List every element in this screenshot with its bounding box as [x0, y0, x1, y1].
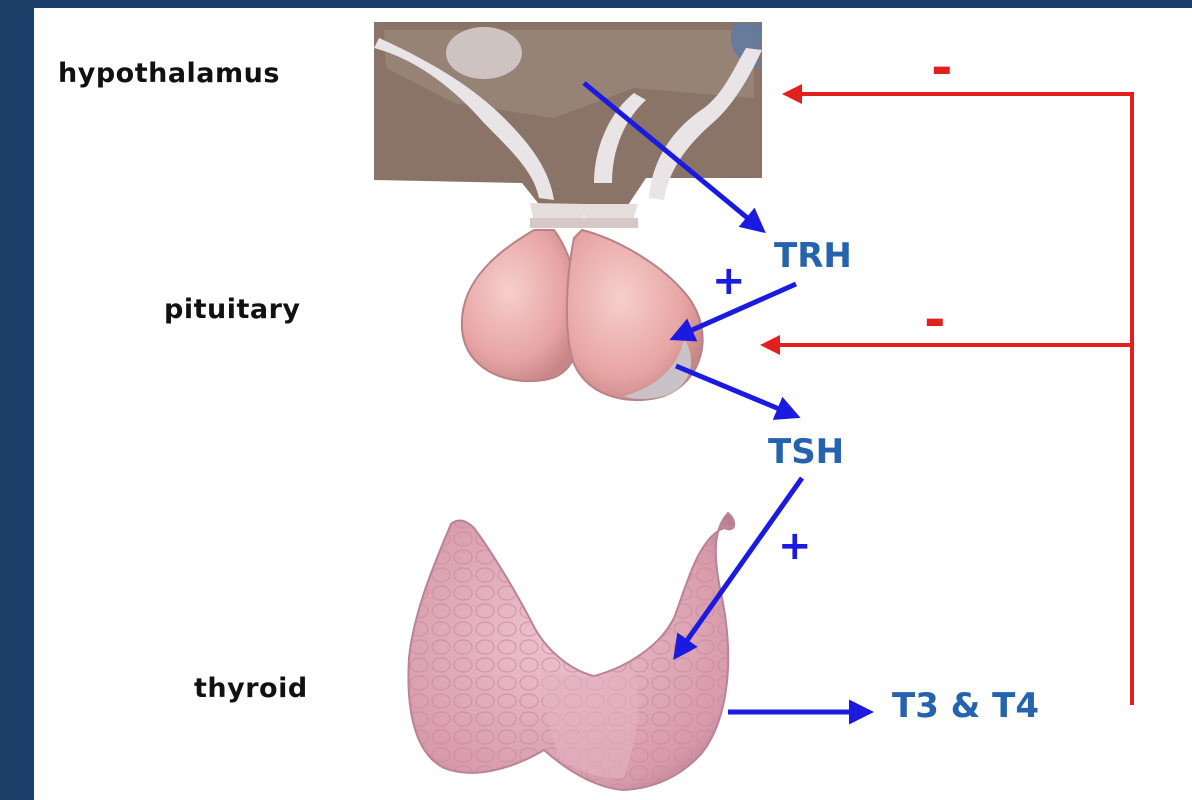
trh-label: TRH: [774, 236, 852, 276]
arrow-pituitary-to-tsh: [676, 366, 796, 416]
pituitary-illustration: [462, 230, 703, 400]
plus-sign-tsh: +: [778, 523, 812, 569]
minus-sign-hypothalamus: -: [931, 38, 953, 98]
minus-sign-pituitary: -: [924, 290, 946, 350]
t3-t4-label: T3 & T4: [892, 686, 1039, 726]
slide: hypothalamus pituitary thyroid TRH TSH T…: [34, 8, 1192, 800]
hypothalamus-label: hypothalamus: [58, 58, 280, 89]
pituitary-label: pituitary: [164, 294, 301, 325]
hypothalamus-illustration: [374, 22, 762, 228]
thyroid-label: thyroid: [194, 673, 308, 704]
tsh-label: TSH: [768, 432, 844, 472]
thyroid-illustration: [408, 513, 734, 790]
plus-sign-trh: +: [712, 258, 746, 304]
